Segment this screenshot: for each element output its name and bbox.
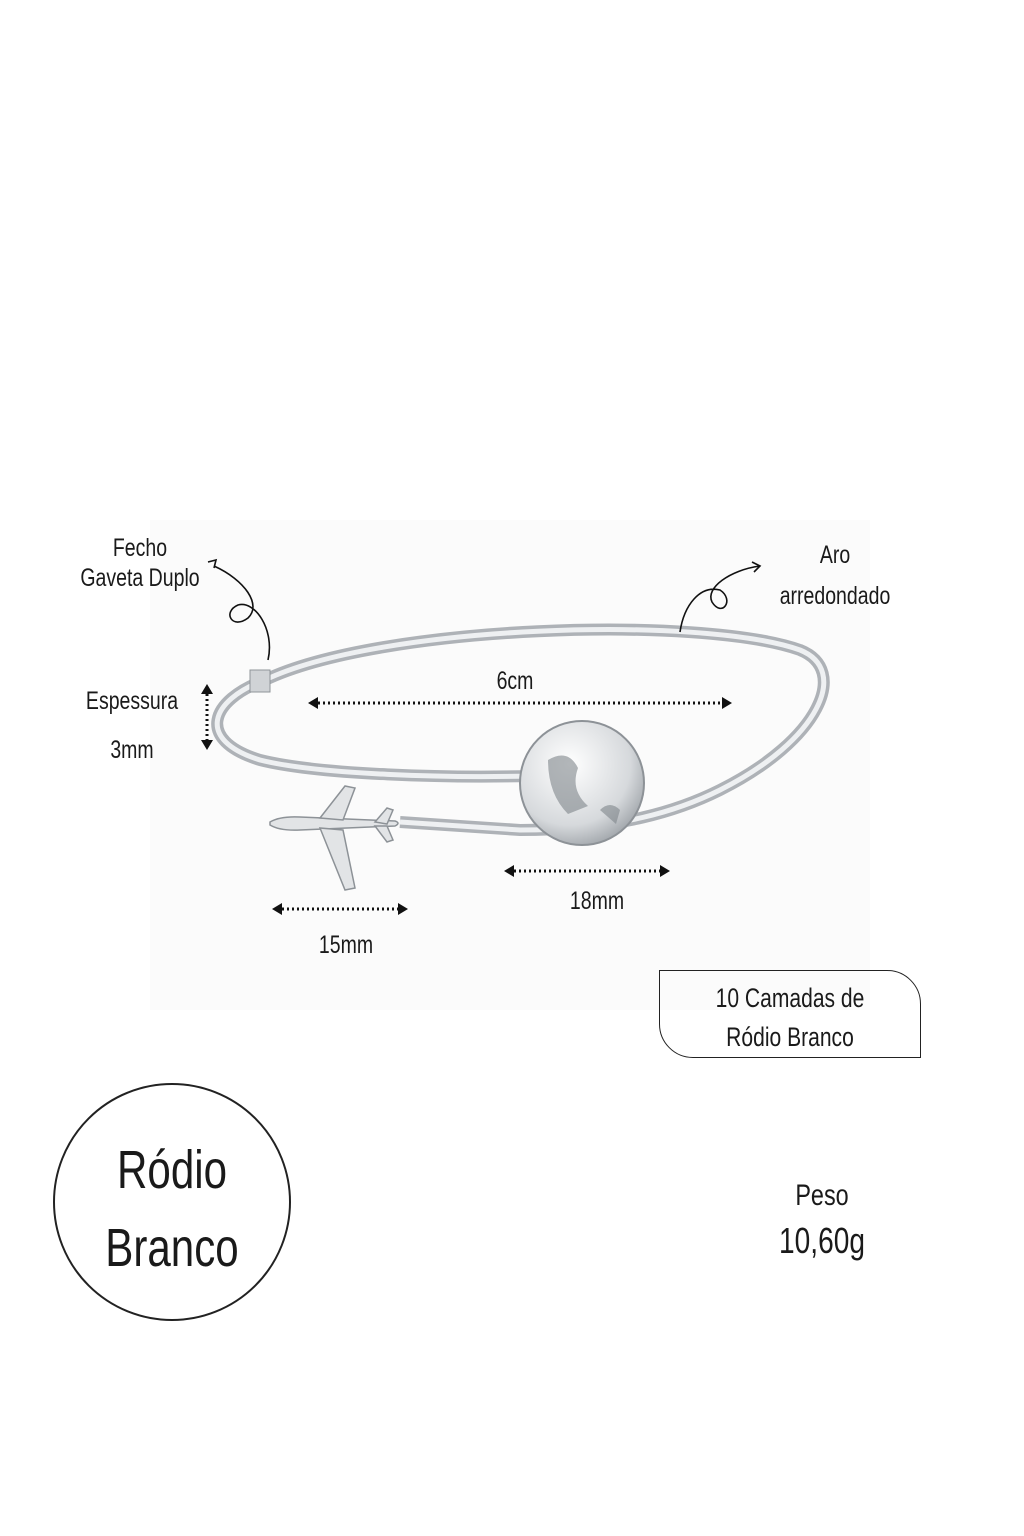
- arrow-heads: [201, 684, 732, 915]
- width-value: 6cm: [496, 667, 534, 695]
- weight-label: Peso: [795, 1179, 849, 1212]
- thickness-value: 3mm: [110, 736, 154, 764]
- curly-pointer-arrows: [207, 558, 762, 661]
- airplane-charm: [269, 785, 399, 891]
- plating-line1: 10 Camadas de: [715, 983, 865, 1013]
- plating-line2: Ródio Branco: [726, 1022, 854, 1052]
- finish-badge: [53, 1083, 291, 1321]
- bangle: [211, 623, 830, 837]
- clasp-label-line2: Gaveta Duplo: [80, 564, 200, 592]
- thickness-label: Espessura: [85, 687, 179, 715]
- weight-value: 10,60g: [779, 1220, 865, 1261]
- globe-size-value: 18mm: [569, 887, 625, 915]
- measure-arrows: [205, 694, 722, 911]
- finish-badge-line1: Ródio: [116, 1140, 228, 1200]
- globe-charm: [519, 720, 645, 846]
- plane-size-value: 15mm: [318, 931, 374, 959]
- plating-box: [659, 970, 921, 1058]
- finish-badge-line2: Branco: [105, 1218, 239, 1278]
- clasp-label-line1: Fecho: [112, 534, 168, 562]
- bangle-label-line1: Aro: [819, 541, 851, 569]
- bangle-label-line2: arredondado: [779, 582, 891, 610]
